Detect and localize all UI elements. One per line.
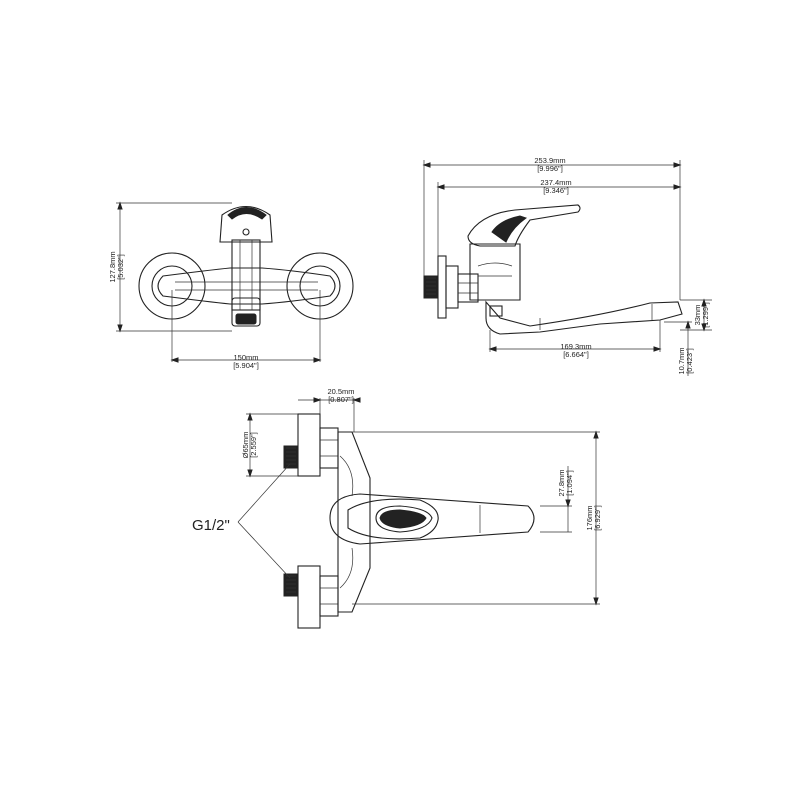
side-body-lines (477, 262, 513, 277)
front-column (231, 239, 261, 311)
side-flange (437, 255, 447, 319)
side-spout-arrows (436, 184, 682, 190)
front-height-inch: [5.032"] (116, 254, 125, 280)
side-small-arrow (685, 320, 691, 329)
front-width-mm: 150mm (233, 353, 258, 362)
top-handle-mm: 27.8mm (557, 469, 566, 496)
thread-leader-lower (237, 521, 291, 579)
side-spout-joint (489, 305, 503, 317)
side-spout-mm: 237.4mm (540, 178, 571, 187)
side-lower-inch: [6.664"] (563, 350, 589, 359)
top-spout (329, 493, 535, 545)
top-dia-inch: [2.559"] (249, 432, 258, 458)
side-thread-lines (426, 277, 436, 295)
side-small-inch: [0.423"] (685, 348, 694, 374)
top-handle-inch: [1.094"] (565, 470, 574, 496)
front-handle-lever (227, 207, 267, 220)
top-upper-thread (283, 445, 299, 469)
top-handle-arrow (565, 499, 571, 508)
side-height-arrows (701, 298, 707, 332)
front-height-arrows (117, 201, 123, 333)
top-lower-flange (297, 565, 321, 629)
side-total-arrows (422, 162, 682, 168)
front-spout-outlet (235, 313, 257, 325)
side-height-inch: [1.299"] (701, 302, 710, 328)
thread-label: G1/2" (192, 517, 230, 534)
top-body-curves (339, 455, 354, 589)
front-width-arrows (170, 357, 322, 363)
front-handle (219, 205, 273, 243)
side-handle (467, 204, 581, 247)
front-height-mm: 127.8mm (108, 251, 117, 282)
side-height-mm: 33mm (693, 305, 702, 326)
side-total-mm: 253.9mm (534, 156, 565, 165)
top-offset-arrows (313, 397, 361, 403)
top-offset-mm: 20.5mm (327, 387, 354, 396)
top-lower-nut (319, 575, 339, 617)
side-nut (457, 273, 479, 303)
top-upper-flange (297, 413, 321, 477)
front-handle-screw (242, 228, 250, 236)
side-spout-lines (539, 304, 653, 330)
top-depth-inch: [6.929"] (593, 505, 602, 531)
side-handle-shade (491, 215, 528, 243)
side-lower-arrows (488, 346, 662, 352)
top-handle-window-shade (379, 509, 427, 529)
top-handle (347, 498, 439, 540)
top-offset-inch: [0.807"] (328, 395, 354, 404)
front-body-bar (157, 267, 336, 305)
side-total-inch: [9.996"] (537, 164, 563, 173)
side-spout-inch: [9.346"] (543, 186, 569, 195)
top-dia-arrows (247, 412, 253, 478)
top-depth-arrows (593, 430, 599, 606)
top-upper-thread-lines (286, 447, 296, 465)
side-body (469, 243, 521, 301)
front-body-lines (175, 281, 318, 291)
side-spout (485, 300, 683, 335)
thread-leader-upper (237, 463, 291, 523)
side-flange-step (445, 265, 459, 309)
side-view: 253.9mm [9.996"] 237.4mm [9.346"] 169.3m… (422, 156, 712, 376)
side-thread (423, 275, 439, 299)
top-lower-thread-lines (286, 575, 296, 593)
side-lower-mm: 169.3mm (560, 342, 591, 351)
top-dia-mm: Ø65mm (241, 432, 250, 459)
front-view: 127.8mm [5.032"] 150mm [5.904"] (108, 201, 354, 370)
front-spout (231, 297, 261, 327)
front-width-inch: [5.904"] (233, 361, 259, 370)
side-small-mm: 10.7mm (677, 347, 686, 374)
top-depth-mm: 176mm (585, 505, 594, 530)
top-view: 20.5mm [0.807"] Ø65mm [2.559"] G1/2" 27.… (192, 387, 602, 629)
top-upper-nut (319, 427, 339, 469)
top-lower-thread (283, 573, 299, 597)
